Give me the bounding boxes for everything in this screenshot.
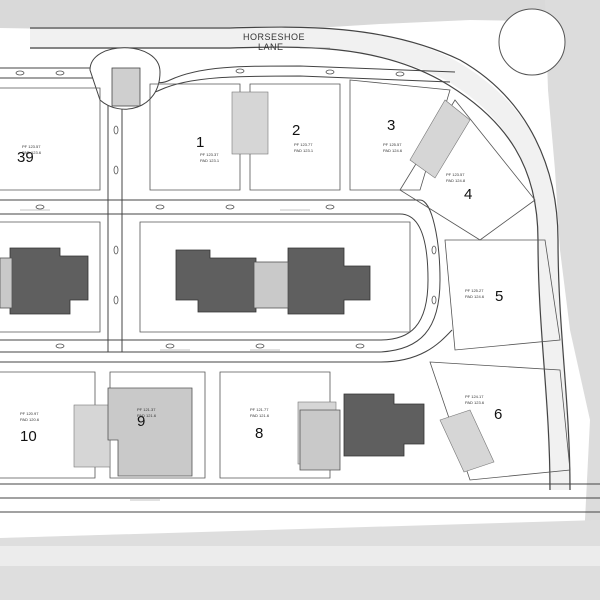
lot-pad: PAD 121.6	[137, 413, 157, 418]
lot-pf: PF 120.97	[20, 411, 39, 416]
lot-3[interactable]: 3 PF 125.57 PAD 124.6	[383, 117, 403, 153]
lot-pf: PF 123.57	[22, 144, 41, 149]
lot-39[interactable]: 39 PF 123.57 PAD 123.6	[17, 144, 42, 166]
lot-9[interactable]: 9 PF 121.37 PAD 121.6	[137, 407, 157, 430]
dimension-lines	[20, 47, 330, 501]
lot-pad: PAD 123.1	[200, 158, 220, 163]
lot-1[interactable]: 1 PF 123.37 PAD 123.1	[196, 134, 220, 163]
lot-8[interactable]: 8 PF 121.77 PAD 121.6	[250, 407, 270, 442]
street-name-line1: HORSESHOE	[243, 32, 305, 42]
lot-pad: PAD 124.8	[446, 178, 466, 183]
lot-pf: PF 125.57	[383, 142, 402, 147]
houses-light	[0, 257, 341, 477]
lot-pad: PAD 124.6	[383, 148, 403, 153]
lot-pf: PF 124.17	[465, 394, 484, 399]
lot-2[interactable]: 2 PF 123.77 PAD 123.1	[292, 122, 314, 153]
lot-number: 2	[292, 122, 300, 139]
lot-pad: PAD 124.6	[465, 294, 485, 299]
street-name-line2: LANE	[258, 42, 284, 52]
lot-number: 9	[137, 413, 145, 430]
lot-10[interactable]: 10 PF 120.97 PAD 120.6	[20, 411, 40, 445]
lot-pad: PAD 120.6	[20, 417, 40, 422]
lot-pf: PF 121.77	[250, 407, 269, 412]
lot-6[interactable]: 6 PF 124.17 PAD 123.6	[465, 394, 502, 423]
landscape-area-top	[0, 0, 600, 32]
bottom-road-band	[0, 546, 600, 566]
lot-pad: PAD 123.1	[294, 148, 314, 153]
houses-dark	[9, 247, 425, 457]
lot-number: 5	[495, 288, 503, 305]
landscape-area-right	[545, 0, 600, 600]
lot-pad: PAD 121.6	[250, 413, 270, 418]
lot-number: 10	[20, 428, 37, 445]
lot-pf: PF 121.37	[137, 407, 156, 412]
lot-4[interactable]: 4 PF 123.57 PAD 124.8	[446, 172, 472, 203]
lot-pf: PF 123.77	[294, 142, 313, 147]
lot-5[interactable]: 5 PF 125.27 PAD 124.6	[465, 288, 503, 305]
lot-pad: PAD 123.6	[465, 400, 485, 405]
internal-roads	[0, 65, 600, 513]
lot-number: 39	[17, 149, 34, 166]
roundabout-island	[89, 47, 161, 110]
lot-number: 4	[464, 186, 472, 203]
cul-de-sac-circle	[498, 8, 566, 76]
lot-number: 3	[387, 117, 395, 134]
lot-pf: PF 123.57	[446, 172, 465, 177]
lot-pf: PF 125.27	[465, 288, 484, 293]
main-road	[30, 26, 571, 491]
lot-pad: PAD 123.6	[22, 150, 42, 155]
lot-pf: PF 123.37	[200, 152, 219, 157]
lot-number: 1	[196, 134, 204, 151]
lot-number: 6	[494, 406, 502, 423]
lot-number: 8	[255, 425, 263, 442]
